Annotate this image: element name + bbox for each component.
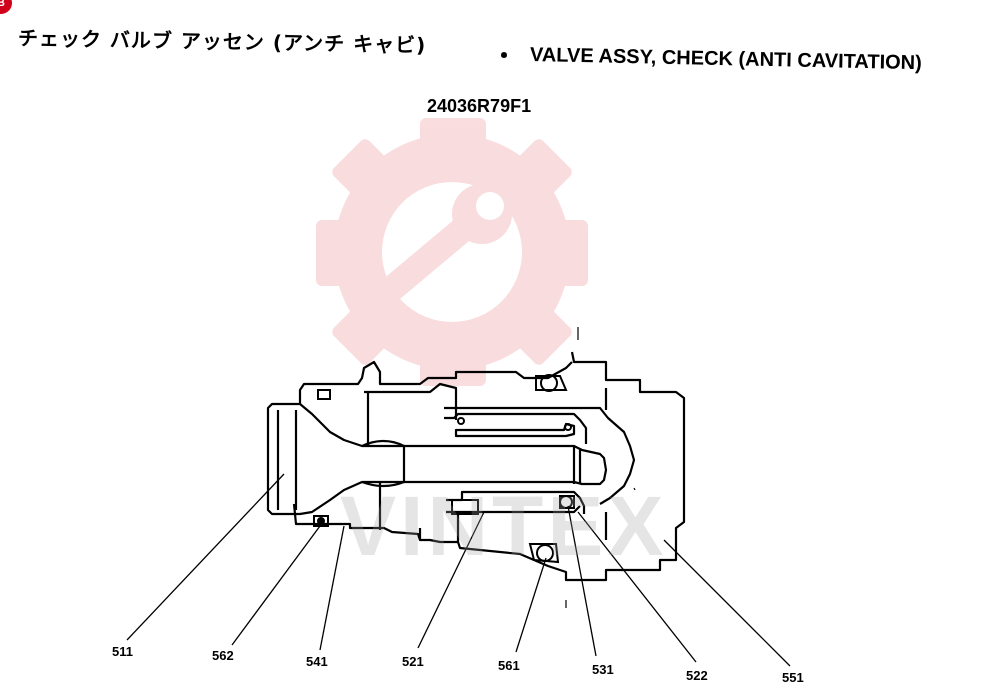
callout-522: 522 — [686, 668, 708, 683]
reference-ticks — [565, 327, 636, 608]
callout-531: 531 — [592, 662, 614, 677]
callout-561: 561 — [498, 658, 520, 673]
leader-562 — [231, 525, 321, 646]
callout-511: 511 — [112, 644, 133, 659]
part-number: 24036R79F1 — [427, 96, 532, 116]
callout-521: 521 — [402, 654, 424, 669]
leader-lines — [126, 473, 791, 667]
corner-badge: B — [0, 0, 12, 14]
leader-511 — [126, 473, 285, 641]
leader-522 — [577, 511, 697, 663]
callout-551: 551 — [782, 670, 804, 685]
leader-521 — [417, 511, 485, 649]
title-separator: ・ — [492, 43, 516, 70]
leader-551 — [663, 539, 791, 667]
valve-body-outline — [266, 351, 686, 582]
leader-561 — [515, 557, 547, 653]
leader-531 — [567, 505, 597, 657]
watermark-text: VINTEX — [340, 479, 668, 573]
leader-541 — [319, 525, 345, 651]
callout-562: 562 — [212, 648, 234, 663]
watermark-gear-icon — [316, 118, 588, 386]
callout-541: 541 — [306, 654, 328, 669]
